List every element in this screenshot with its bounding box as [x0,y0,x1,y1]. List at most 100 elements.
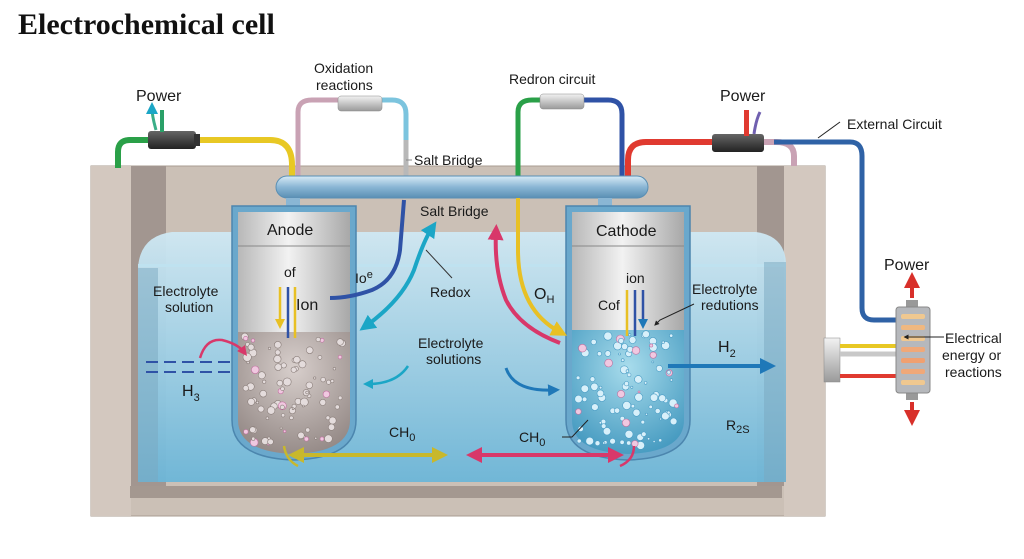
bubble [319,398,327,406]
bubble [658,438,663,443]
wire-green-left [115,137,152,168]
label-electrolyte-solutions-2: solutions [426,351,481,367]
bubble [291,407,295,411]
bubble [625,369,630,373]
bubble [267,438,274,445]
bubble [306,346,314,354]
bubble [305,390,309,395]
bubble [293,356,301,364]
power-output-device [823,272,944,426]
magenta-curved-arrow-icon [487,224,561,345]
label-redron-circuit: Redron circuit [509,71,595,87]
bubble [666,370,671,375]
label-salt-bridge-top: Salt Bridge [414,152,483,168]
bubble [585,436,594,446]
oxidation-resistor [337,95,383,112]
device-heating-bar [901,369,925,374]
bubble [658,394,667,403]
tank-floor-ledge [130,486,782,498]
bubble [649,343,654,348]
bubble [621,343,628,350]
bubble [332,367,337,371]
bubble [634,375,643,384]
bubble [603,331,613,341]
bubble [630,404,636,409]
bubble [580,384,589,393]
bubble [631,346,641,355]
bubble [242,385,249,392]
salt-bridge-pipe [275,175,649,199]
label-ch0-left: CH0 [389,424,415,444]
salt-bridge-cyan-arrow-icon [359,221,437,331]
left-power-connector [148,131,196,149]
bubble [259,390,267,398]
label-external-circuit: External Circuit [847,116,942,132]
bubble [251,338,256,343]
bubble [322,390,331,398]
bubble [619,439,625,445]
bubble [251,436,256,441]
bubble [659,417,663,421]
bubble [279,404,285,410]
anode-inflow-arrow-icon [198,338,248,359]
bubble [305,427,311,433]
bubble [325,415,331,421]
bubble [591,403,599,411]
label-ion-cathode: ion [626,270,645,286]
bubble [598,421,603,425]
bubble [604,358,613,368]
tank-right-pillar-face [784,166,825,516]
wire-pink-right [762,139,797,166]
bubble [631,440,639,448]
electrolyte-cyan-arrow-icon [363,365,410,389]
bubble [247,343,255,351]
bubble [574,394,583,404]
bubble [609,438,616,445]
bubble [617,390,625,398]
bubble [602,427,612,436]
bubble [621,418,631,427]
electrolyte-redutions-leader [654,303,695,326]
bubble [632,408,641,417]
bubble [649,393,659,402]
bubble [649,351,657,359]
bubble [251,365,260,374]
label-electrical-2: energy or [942,347,1001,363]
bubble [276,379,283,387]
bubble [651,360,655,364]
redron-resistor [539,93,585,110]
bubble [262,379,267,384]
electrolyte-blue-arrow-icon [504,367,560,397]
bubble [647,437,651,441]
wires [115,97,896,323]
power-right-arrow-icon [752,111,762,135]
bubble [614,407,621,414]
wire-red-right [625,139,712,178]
bubble [628,333,632,337]
bubble [626,372,632,378]
bubble [590,382,599,391]
wire-blue-redron [584,97,625,178]
bubble [315,336,321,342]
label-ion-anode: Ion [296,297,318,314]
bubble [628,336,637,344]
bubble [666,410,671,415]
bubble [576,438,582,444]
bubble [282,377,292,387]
bubble [281,413,286,418]
bubble [289,415,294,420]
bubble [242,352,252,362]
bubble [334,404,340,410]
bubble [596,351,602,357]
label-oh: OH [534,286,554,306]
bubble [274,349,281,356]
bubble [326,379,331,385]
bubble [298,360,307,369]
bubble [249,426,256,434]
anode-sediment [238,332,350,454]
label-power-right: Power [720,88,766,105]
bubble [624,429,634,439]
label-of: of [284,264,296,280]
label-oxidation-2: reactions [316,77,373,93]
